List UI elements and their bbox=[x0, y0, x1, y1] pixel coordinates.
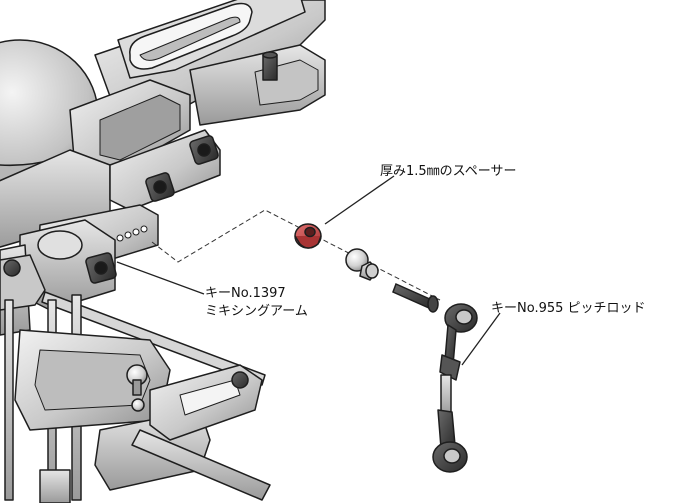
leader-spacer bbox=[324, 175, 395, 225]
screw-3d bbox=[392, 282, 439, 313]
leader-pitch-rod bbox=[461, 312, 501, 366]
leader-mixing-arm bbox=[116, 261, 205, 295]
ball-link-3d bbox=[345, 248, 380, 281]
callout-spacer: 厚み1.5㎜のスペーサー bbox=[380, 164, 517, 179]
callout-mixing-arm-name: ミキシングアーム bbox=[205, 304, 308, 319]
pitch-rod-3d bbox=[432, 303, 478, 473]
mixing-arm-3d bbox=[0, 129, 271, 503]
callout-mixing-arm-key: キーNo.1397 bbox=[205, 286, 286, 301]
callout-pitch-rod: キーNo.955 ピッチロッド bbox=[491, 301, 646, 316]
spacer-3d bbox=[294, 223, 322, 249]
rotor-hub-3d bbox=[0, 0, 326, 248]
